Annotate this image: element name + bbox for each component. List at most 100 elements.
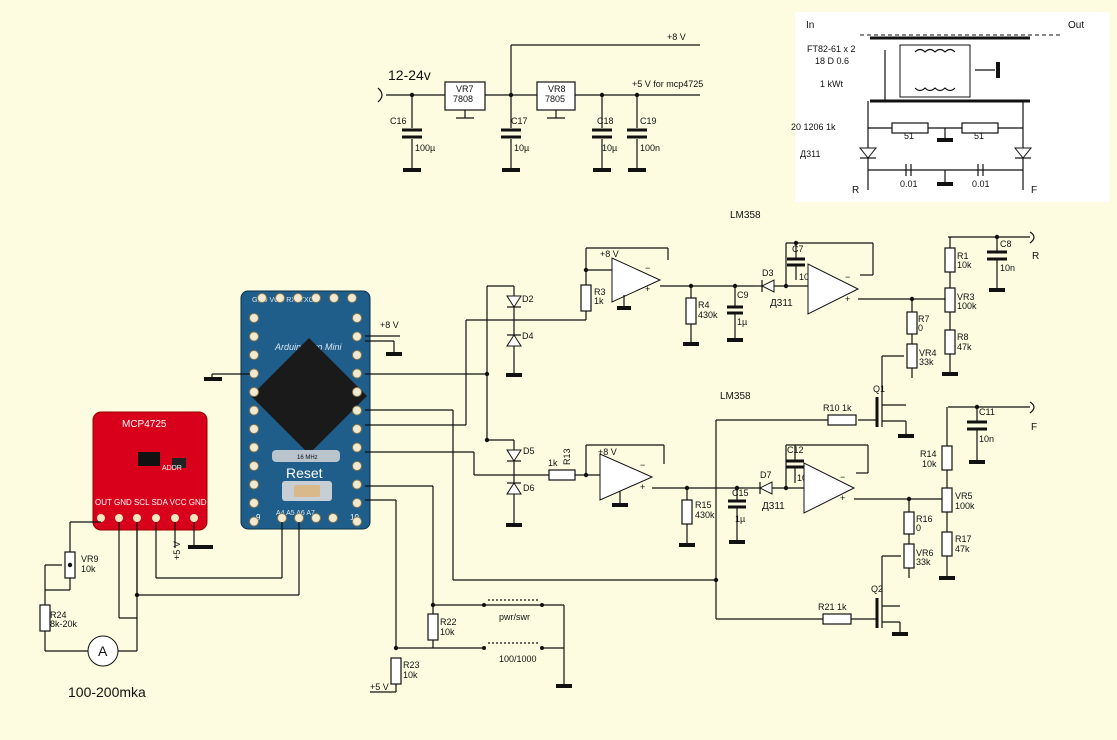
ammeter-symbol: A	[98, 643, 108, 659]
header-pin	[293, 293, 303, 303]
svg-text:VR3: VR3	[957, 292, 975, 302]
svg-text:+8 V: +8 V	[600, 249, 619, 259]
header-pin	[275, 293, 285, 303]
svg-text:20 1206 1k: 20 1206 1k	[791, 122, 836, 132]
svg-text:1µ: 1µ	[737, 317, 747, 327]
header-pin	[249, 331, 259, 342]
switch-section: pwr/swr R22 10k 100/1000 R23 10k +5 V	[365, 409, 716, 693]
svg-text:47k: 47k	[957, 342, 972, 352]
svg-text:R10 1k: R10 1k	[823, 403, 852, 413]
meter-range-label: 100-200mka	[68, 684, 146, 700]
svg-text:Д311: Д311	[770, 298, 793, 309]
svg-text:47k: 47k	[955, 544, 970, 554]
header-pin	[352, 368, 362, 379]
svg-text:R4: R4	[698, 300, 710, 310]
header-pin	[277, 513, 287, 523]
svg-text:D6: D6	[523, 483, 535, 493]
svg-text:F: F	[1031, 422, 1037, 433]
header-pin	[249, 405, 259, 416]
svg-text:−: −	[840, 472, 845, 482]
power-supply: 12-24v VR7 7808 VR8 7805 +5 V for mcp472…	[377, 32, 703, 172]
svg-text:10n: 10n	[799, 272, 814, 282]
header-pin	[249, 424, 259, 434]
header-pin	[329, 293, 339, 303]
coupler-out-label: Out	[1068, 20, 1084, 31]
svg-text:VR7: VR7	[456, 84, 474, 94]
svg-text:430k: 430k	[695, 510, 715, 520]
svg-text:VR8: VR8	[548, 84, 566, 94]
svg-text:+5 V: +5 V	[370, 682, 389, 692]
svg-text:MCP4725: MCP4725	[122, 419, 167, 430]
svg-text:51: 51	[904, 131, 914, 141]
svg-text:Д311: Д311	[762, 501, 785, 512]
svg-text:R22: R22	[440, 617, 457, 627]
header-pin	[249, 368, 259, 379]
svg-text:+: +	[645, 284, 650, 294]
svg-text:C15: C15	[732, 488, 749, 498]
header-pin	[249, 498, 259, 508]
header-pin	[352, 405, 362, 416]
header-pin	[311, 513, 321, 523]
svg-text:D4: D4	[522, 331, 534, 341]
svg-text:+: +	[640, 482, 645, 492]
svg-text:R17: R17	[955, 534, 972, 544]
svg-text:C19: C19	[640, 116, 657, 126]
header-pin	[352, 387, 362, 397]
svg-text:1µ: 1µ	[735, 514, 745, 524]
header-pin	[352, 461, 362, 471]
pwr-swr-label: pwr/swr	[499, 612, 530, 622]
svg-text:18 D 0.6: 18 D 0.6	[815, 56, 849, 66]
plus5v-mcp-label: +5 V for mcp4725	[632, 79, 703, 89]
coupler-r-label: R	[852, 185, 859, 196]
header-pin	[347, 293, 357, 303]
svg-text:1k: 1k	[548, 458, 558, 468]
header-pin	[249, 442, 259, 453]
svg-text:100k: 100k	[955, 501, 975, 511]
svg-text:9: 9	[256, 513, 261, 522]
svg-text:C16: C16	[390, 116, 407, 126]
svg-text:0.01: 0.01	[900, 179, 918, 189]
svg-text:D3: D3	[762, 268, 774, 278]
header-pin	[249, 387, 259, 397]
svg-text:10µ: 10µ	[514, 143, 529, 153]
svg-text:100µ: 100µ	[415, 143, 435, 153]
mcp4725-board: MCP4725 ADDR OUT GND SCL SDA VCC GND	[92, 411, 208, 531]
svg-text:OUT GND SCL SDA VCC GND: OUT GND SCL SDA VCC GND	[95, 498, 207, 507]
header-pin	[352, 479, 362, 490]
svg-text:10k: 10k	[922, 459, 937, 469]
svg-text:+8 V: +8 V	[598, 447, 617, 457]
header-pin	[352, 350, 362, 360]
svg-text:A4 A5 A6 A7: A4 A5 A6 A7	[276, 510, 315, 517]
svg-text:10k: 10k	[81, 564, 96, 574]
svg-text:C8: C8	[1000, 239, 1012, 249]
svg-text:D7: D7	[760, 470, 772, 480]
svg-text:+8 V: +8 V	[380, 320, 399, 330]
header-pin	[352, 516, 362, 527]
svg-text:R: R	[1032, 251, 1039, 262]
svg-text:R24: R24	[50, 610, 67, 620]
channel-r: LM358 D2 D4 R3 1k +8 V − +	[365, 210, 1039, 440]
header-pin	[249, 350, 259, 360]
meter-section: VR9 10k R24 8k-20k A 100-200mka +5 V	[39, 521, 300, 700]
svg-text:R1: R1	[957, 251, 969, 261]
svg-text:−: −	[645, 263, 650, 273]
svg-text:8k-20k: 8k-20k	[50, 619, 78, 629]
plus8v-rail-label: +8 V	[667, 32, 686, 42]
svg-text:VR5: VR5	[955, 491, 973, 501]
svg-text:R8: R8	[957, 332, 969, 342]
header-pin	[352, 313, 362, 323]
svg-text:−: −	[640, 460, 645, 470]
svg-text:33k: 33k	[916, 557, 931, 567]
svg-text:C11: C11	[979, 407, 995, 417]
svg-text:C12: C12	[787, 445, 804, 455]
svg-text:10µ: 10µ	[602, 143, 617, 153]
svg-text:D2: D2	[522, 294, 534, 304]
svg-text:LM358: LM358	[720, 391, 751, 402]
junctions	[67, 92, 1000, 651]
svg-text:ADDR: ADDR	[162, 465, 182, 472]
svg-text:FT82-61 x 2: FT82-61 x 2	[807, 44, 856, 54]
svg-text:10n: 10n	[1000, 263, 1015, 273]
svg-text:Q1: Q1	[873, 384, 885, 394]
svg-text:7808: 7808	[453, 94, 473, 104]
